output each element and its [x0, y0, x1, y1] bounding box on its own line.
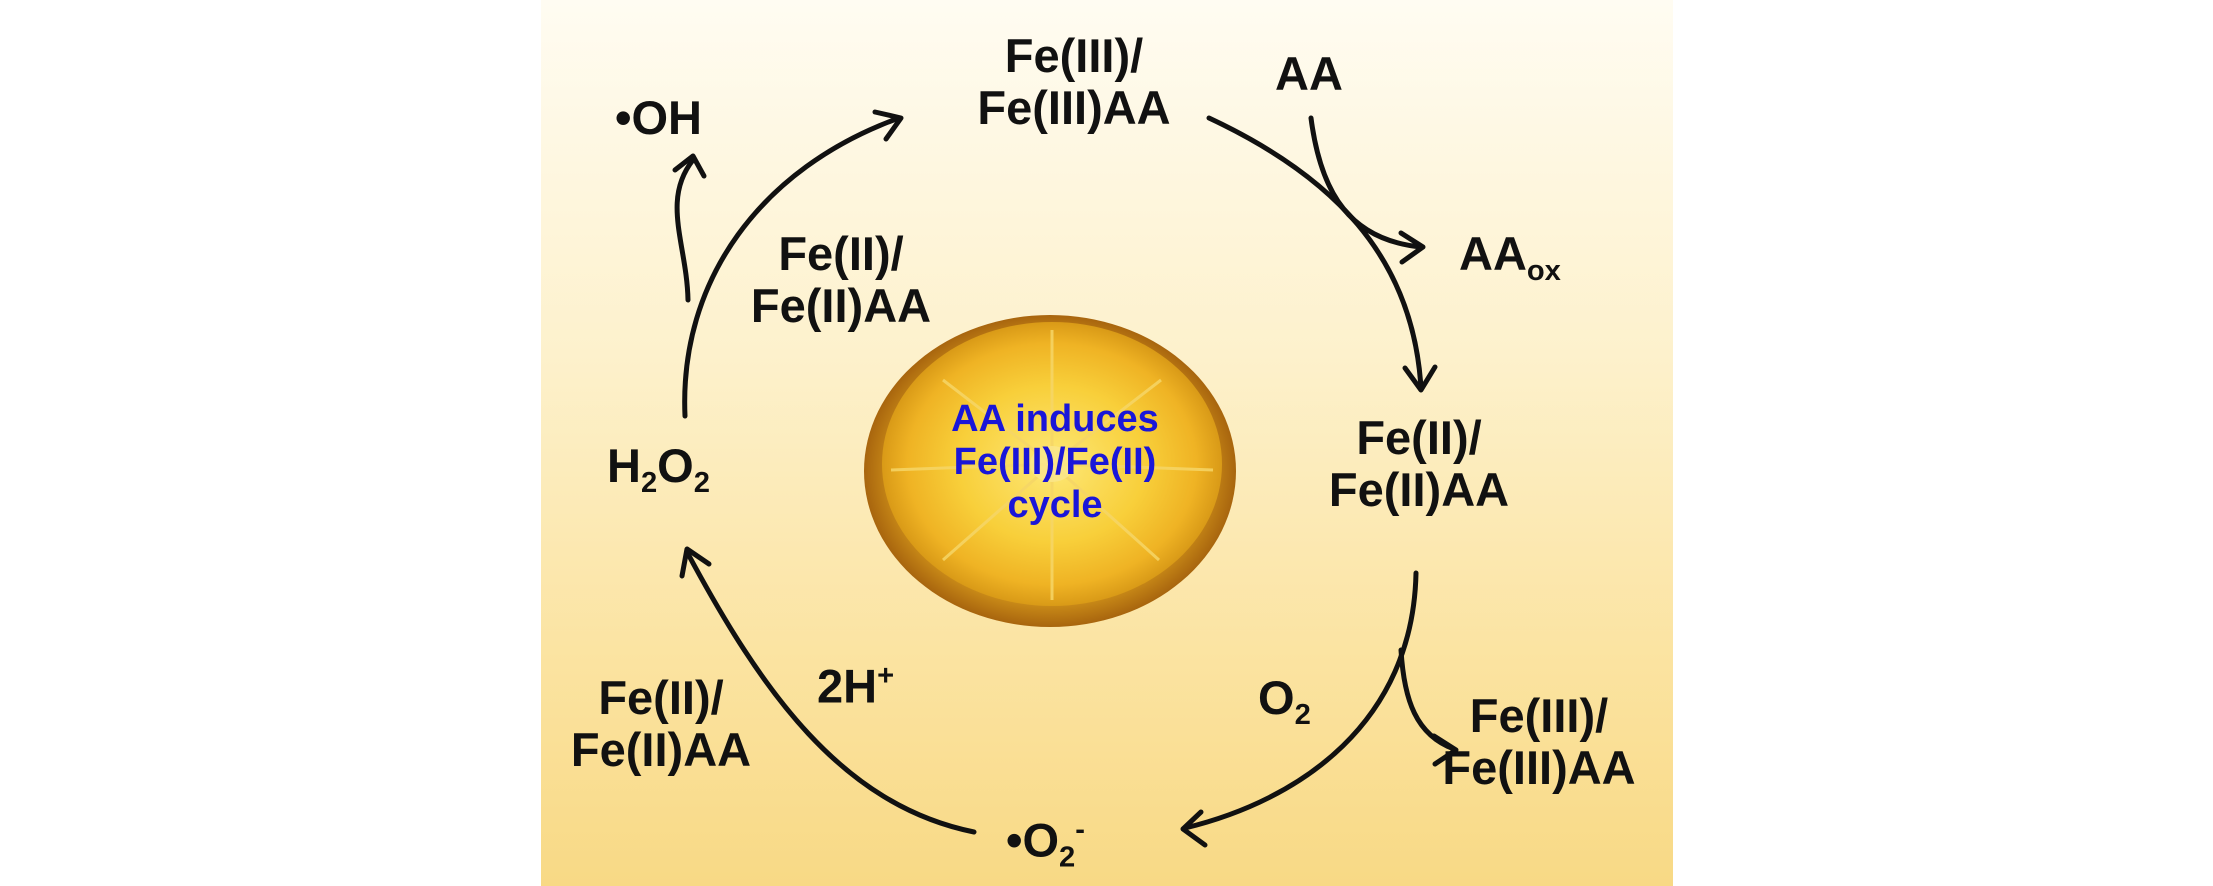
arrowhead-icon [672, 153, 707, 179]
arrow-h2o2-to-fe3 [682, 115, 902, 419]
node-superoxide: •O2- [1006, 813, 1085, 874]
arrowhead-icon [1398, 230, 1426, 265]
arrow-fe3-to-fe2 [1206, 115, 1424, 391]
arrowhead-icon [1180, 809, 1208, 848]
node-fe2-upper-left: Fe(II)/ Fe(II)AA [750, 227, 932, 332]
node-fe2-right: Fe(II)/ Fe(II)AA [1328, 411, 1510, 516]
arrowhead-icon [872, 109, 904, 142]
cycle-arrows [672, 109, 1459, 848]
diagram-panel: Fe(III)/ Fe(III)AA AA AAox Fe(II)/ Fe(II… [541, 0, 1673, 886]
arrow-superoxide-to-h2o2 [684, 549, 977, 835]
lemon-slice-icon [864, 315, 1236, 627]
node-fe3-top: Fe(III)/ Fe(III)AA [977, 29, 1171, 134]
arrowhead-icon [1431, 733, 1459, 767]
reagent-o2: O2 [1258, 671, 1311, 732]
node-fe3-bottom-right: Fe(III)/ Fe(III)AA [1442, 689, 1636, 794]
arrow-fe2-to-superoxide [1182, 570, 1419, 831]
center-caption: AA induces Fe(III)/Fe(II) cycle [951, 398, 1159, 526]
reagent-aa: AA [1275, 47, 1343, 100]
arrow-h2o2-to-oh [674, 157, 696, 303]
arrowhead-icon [1402, 364, 1438, 393]
arrowhead-icon [679, 546, 712, 579]
node-hydroxyl: •OH [615, 91, 702, 144]
node-fe2-bottom-left: Fe(II)/ Fe(II)AA [570, 671, 752, 776]
reagent-protons: 2H+ [817, 659, 895, 713]
arrow-aa-to-aaox [1308, 115, 1424, 250]
reagent-aa-ox: AAox [1459, 227, 1561, 288]
node-h2o2: H2O2 [607, 439, 710, 500]
